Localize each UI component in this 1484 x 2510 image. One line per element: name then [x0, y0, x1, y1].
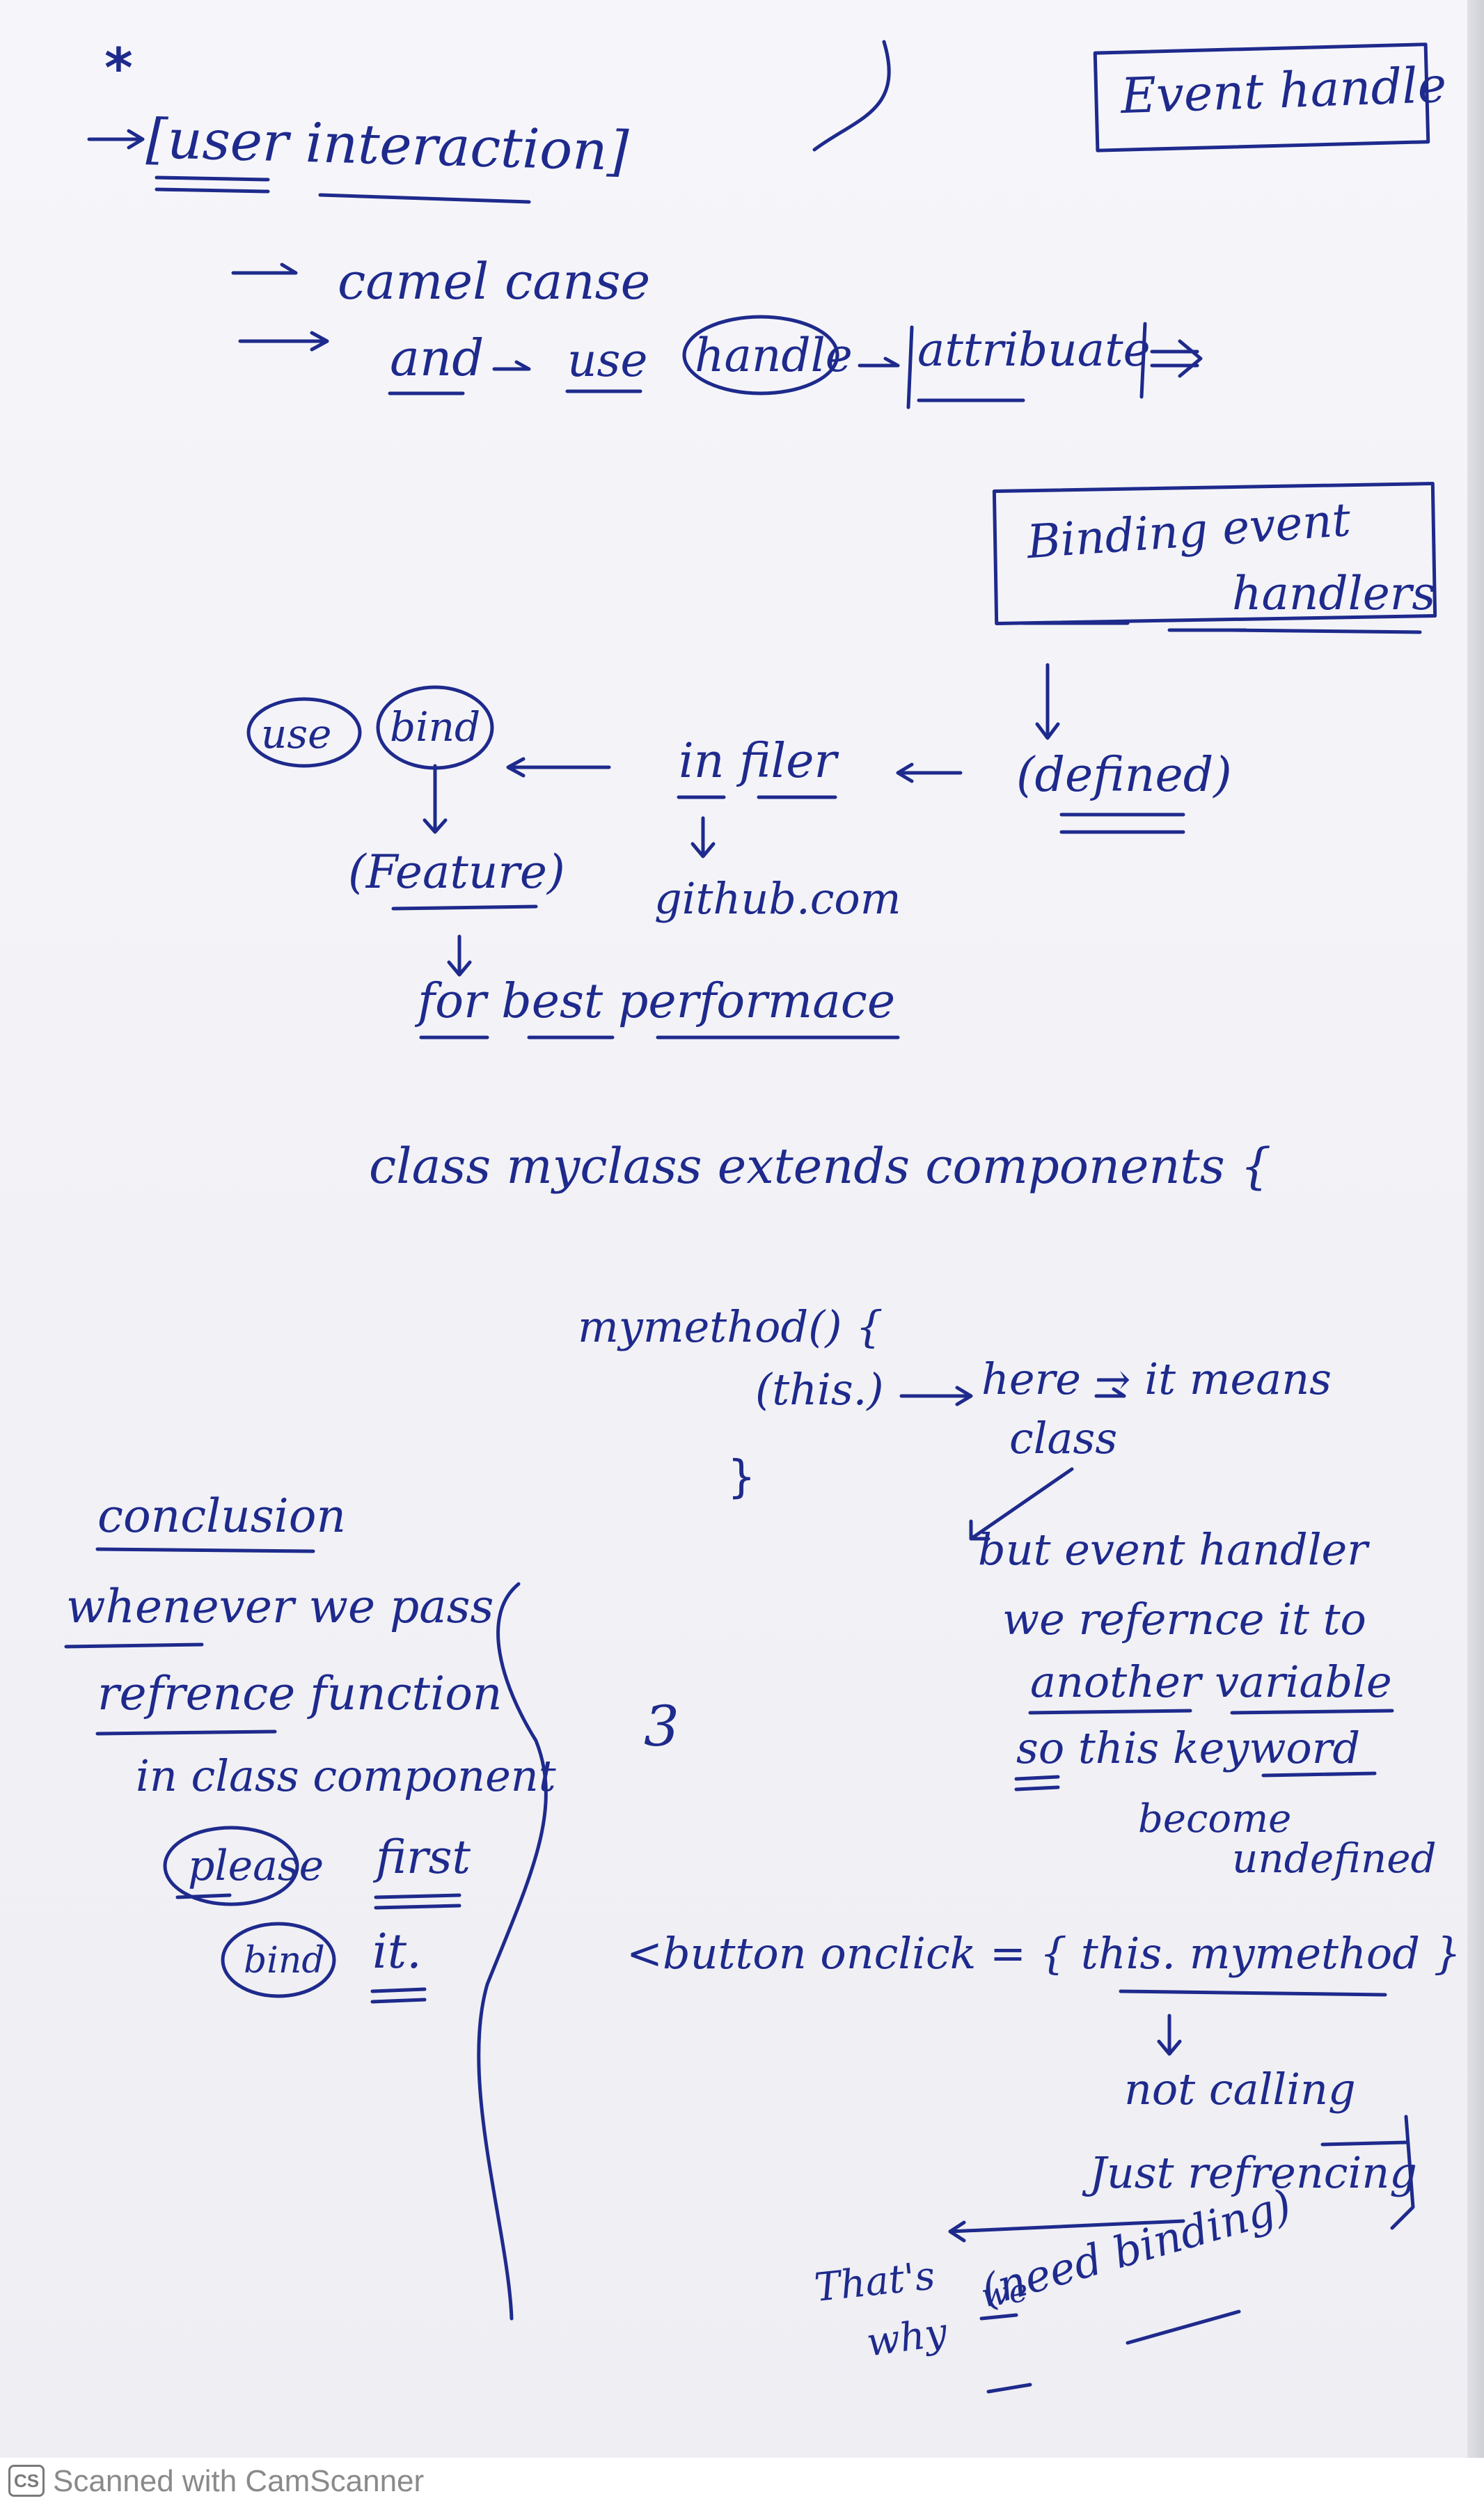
class-to-but-arrow [969, 1467, 1074, 1541]
here-means-note: here → it means [981, 1354, 1332, 1404]
feature-note: (Feature) [348, 845, 565, 899]
handle-word: handle [695, 329, 853, 382]
just-refrencing-note: Just refrencing [1089, 2147, 1417, 2198]
heading-user-interaction: [user interaction] [145, 107, 630, 184]
binding-underline [1021, 621, 1422, 634]
bind-circled: bind [390, 703, 481, 751]
scan-footer [0, 2458, 1484, 2510]
squiggle [812, 40, 891, 152]
heading-arrow [87, 129, 145, 150]
camscanner-logo: CS [8, 2465, 45, 2497]
conclusion-bracket [477, 1582, 548, 2321]
and-word: and [390, 329, 484, 387]
underlines-attr [388, 389, 1025, 402]
arrow-thats [948, 2219, 1185, 2243]
handle-circle [682, 315, 839, 395]
handler-line6: undefined [1232, 1835, 1437, 1882]
class-word-note: class [1009, 1413, 1118, 1464]
event-handle-title: Event handle [1119, 56, 1448, 125]
conclusion-underline [95, 1547, 315, 1553]
conclusion-line3: in class component [136, 1750, 556, 1801]
handler-line5: become [1138, 1796, 1292, 1842]
conclusion-it: it. [372, 1924, 422, 1979]
down-arrow-button [1157, 2014, 1182, 2056]
feature-underline [391, 904, 538, 911]
here-arrow [1094, 1387, 1126, 1398]
class-close-brace: 3 [644, 1694, 679, 1759]
star-mark: * [104, 38, 133, 100]
handler-line2: we refernce it to [1002, 1594, 1366, 1645]
conclusion-please: please [188, 1842, 324, 1890]
handler-underlines [1014, 1709, 1394, 1791]
event-handle-box [1093, 42, 1430, 152]
use-arrow [492, 360, 531, 371]
conclusion-line1: whenever we pass [66, 1580, 494, 1633]
handle-arrow [858, 356, 900, 368]
bind-circle-2 [221, 1922, 336, 1998]
button-underline [1119, 1989, 1387, 1997]
down-arrow-bind [423, 764, 448, 834]
github-note: github.com [654, 873, 901, 924]
use-circled: use [261, 710, 332, 758]
handler-line1: but event handler [978, 1524, 1368, 1575]
defined-note: (defined) [1016, 748, 1232, 803]
method-declaration: mymethod() { [578, 1301, 883, 1352]
need-underline [986, 2309, 1241, 2394]
attr-brackets [906, 322, 1147, 409]
camel-arrow [231, 262, 298, 275]
attribute-word: attribuate [917, 323, 1151, 377]
conclusion-title: conclusion [97, 1489, 347, 1543]
defined-underline [1059, 813, 1185, 834]
best-performance-note: for best performace [418, 974, 896, 1029]
in-file-note: in filer [679, 734, 837, 789]
binding-title-line2: handlers [1232, 567, 1436, 620]
conclusion-underlines [64, 1642, 461, 2004]
down-arrow-feature [447, 934, 472, 977]
and-arrow [238, 331, 329, 352]
binding-box [992, 482, 1437, 625]
conclusion-first: first [376, 1830, 471, 1884]
use-circle [246, 697, 362, 768]
this-keyword: (this.) [755, 1364, 884, 1415]
why-note: why [863, 2309, 950, 2366]
conclusion-line2: refrence function [97, 1667, 503, 1720]
camscanner-watermark: Scanned with CamScanner [53, 2464, 425, 2498]
handler-line4: so this keyword [1016, 1723, 1361, 1773]
arrow-defined-file [896, 762, 963, 783]
page-edge [1467, 0, 1484, 2458]
down-arrow-defined [1035, 663, 1060, 740]
please-circle [163, 1826, 299, 1906]
not-calling-note: not calling [1124, 2064, 1356, 2115]
this-arrow [899, 1386, 973, 1406]
double-arrow [1150, 339, 1203, 378]
handler-line3: another variable [1030, 1656, 1392, 1707]
use-word: use [567, 334, 648, 387]
conclusion-bind: bind [244, 1940, 325, 1982]
refrencing-bracket [1320, 2115, 1415, 2230]
method-close-brace: } [727, 1452, 756, 1503]
class-declaration: class myclass extends components { [369, 1138, 1272, 1195]
camel-case-note: camel canse [338, 252, 651, 311]
down-arrow-github [690, 816, 716, 858]
button-onclick-line: <button onclick = { this. mymethod } [626, 1928, 1462, 1979]
heading-underline [155, 175, 531, 204]
we-underline [979, 2313, 1018, 2321]
arrow-file-bind [506, 757, 611, 778]
